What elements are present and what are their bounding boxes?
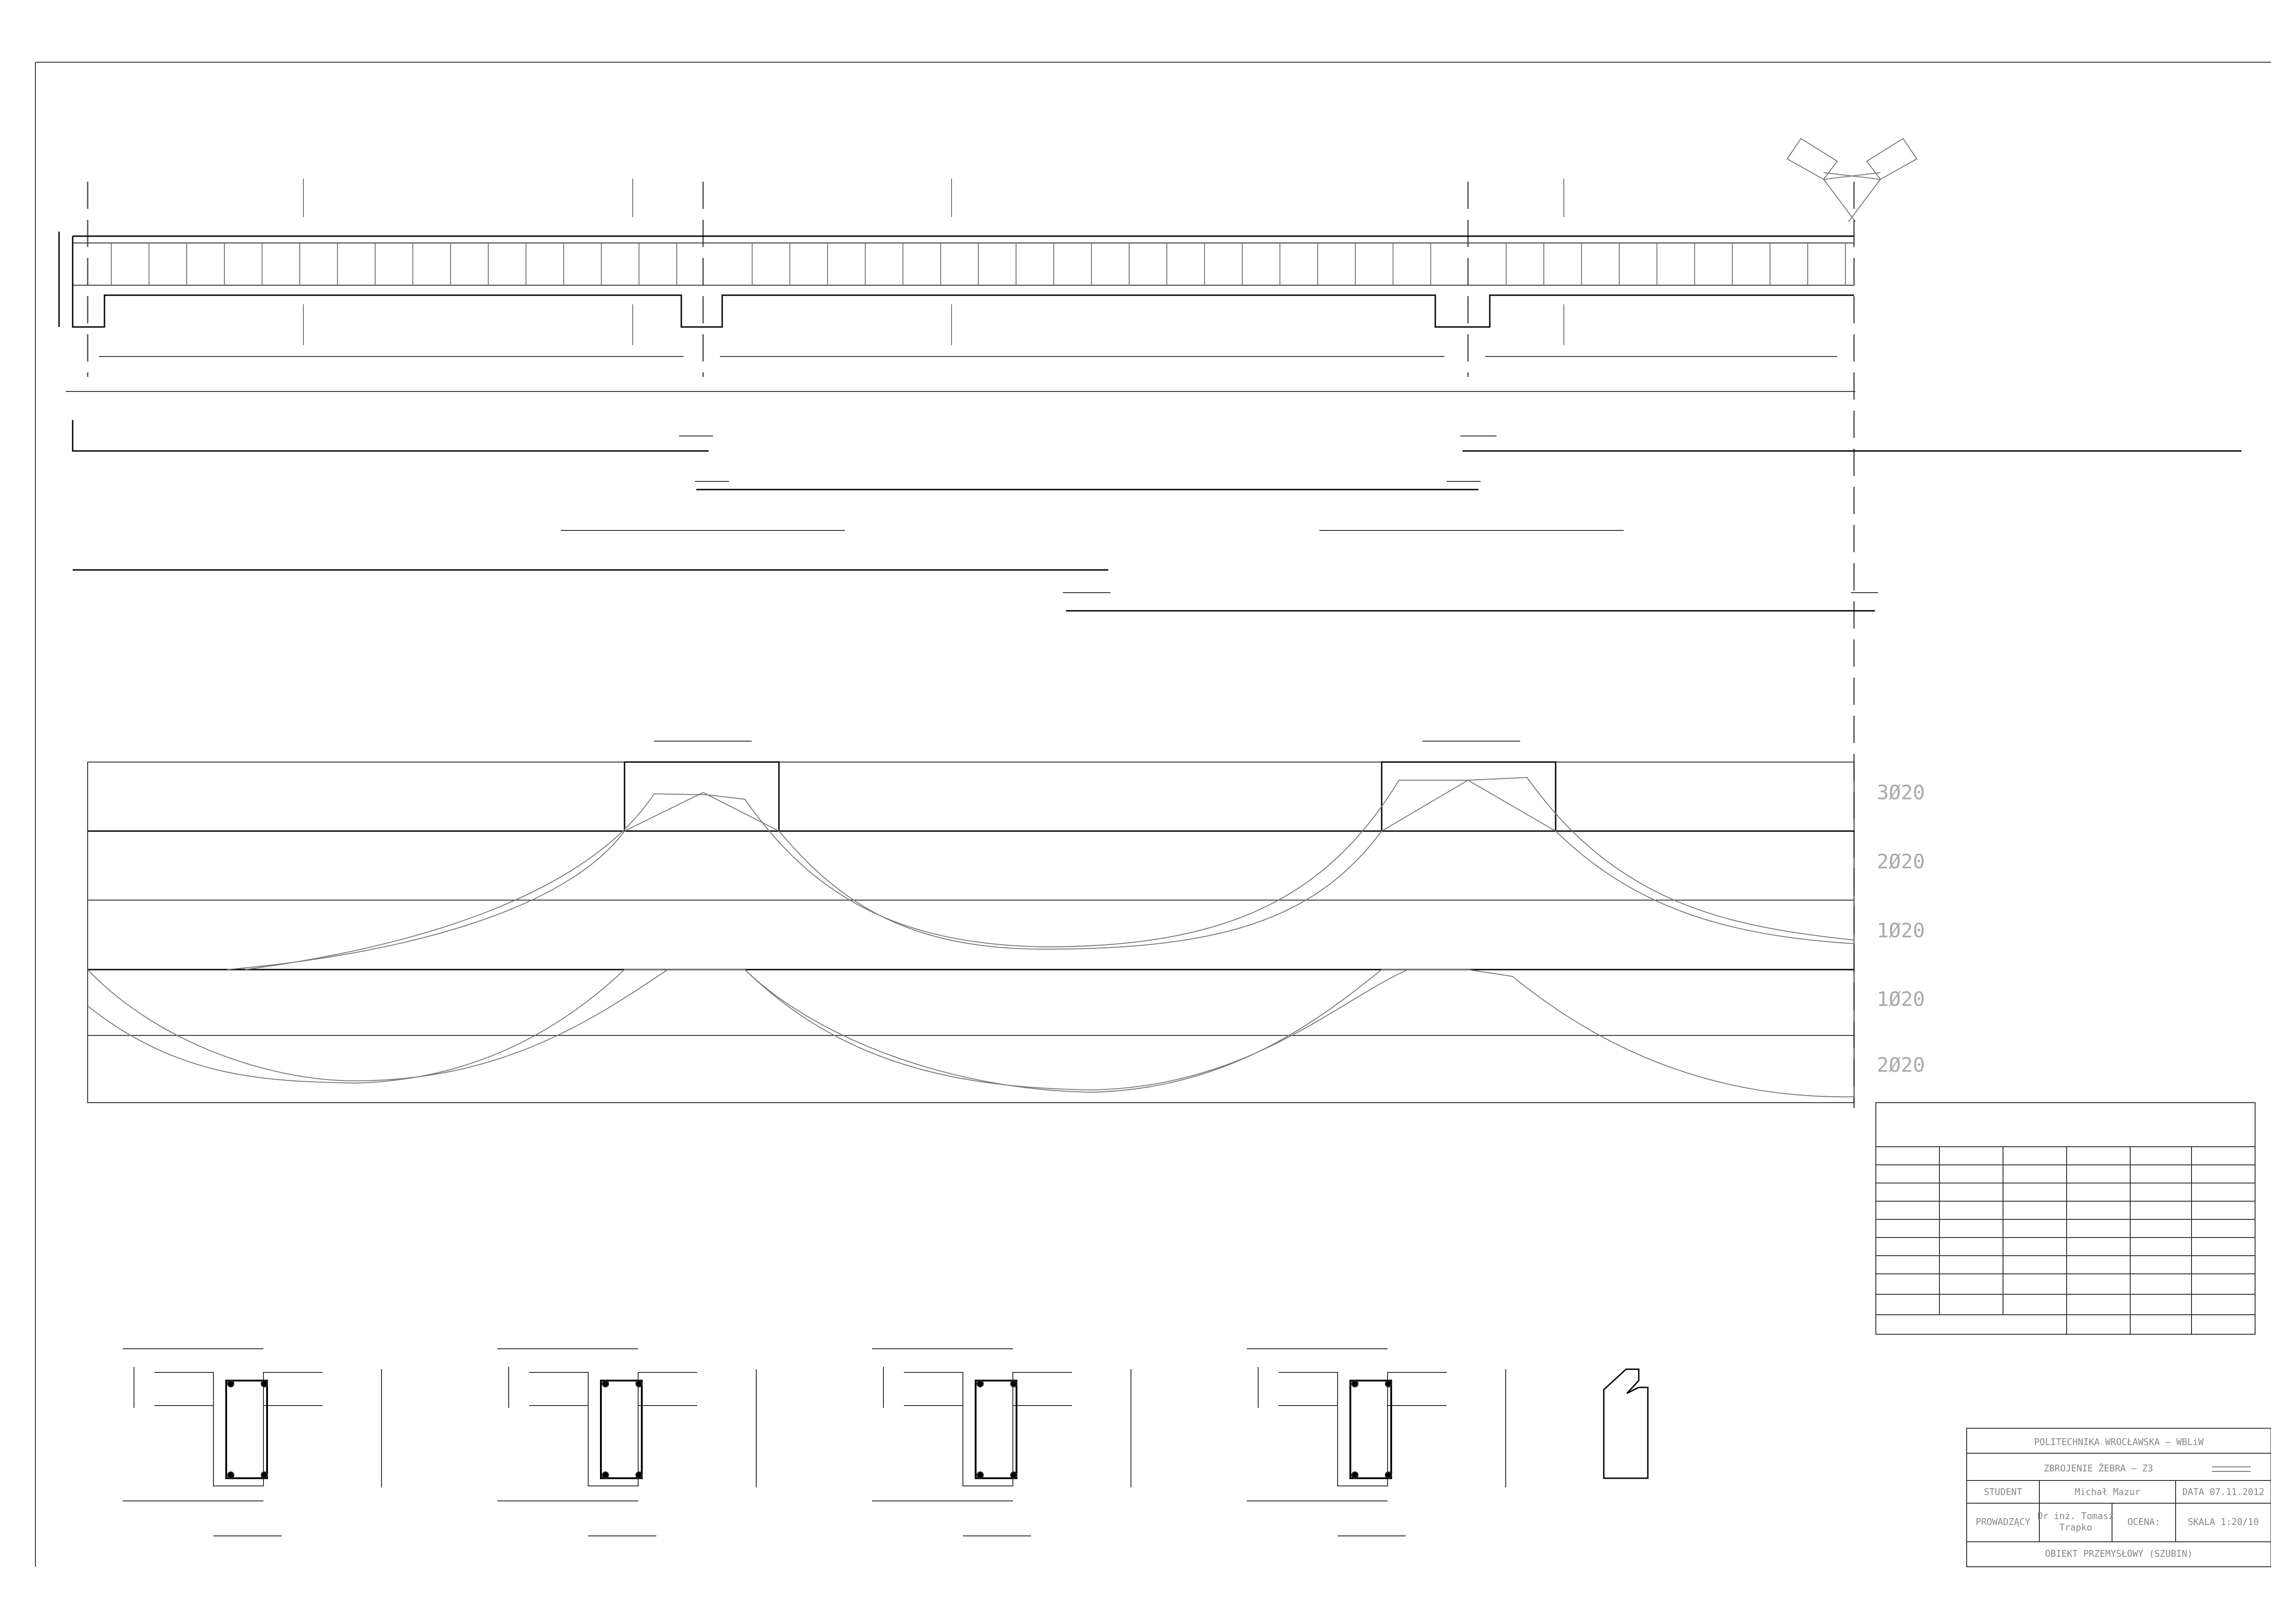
- rebar-dot: [261, 1471, 268, 1479]
- cross-sections: [123, 1348, 1506, 1536]
- stirrup-lines: [111, 243, 1846, 285]
- supervisor-name-line2: Trapko: [2059, 1522, 2092, 1533]
- rebar-dot: [635, 1380, 643, 1387]
- rebar-dot: [1351, 1380, 1359, 1387]
- dimension-lines: [66, 356, 1855, 392]
- drawing-title: ZBROJENIE ŻEBRA – Z3: [2044, 1463, 2153, 1474]
- envelope-row-label: 3Ø20: [1877, 781, 1925, 804]
- date-field: DATA 07.11.2012: [2182, 1486, 2265, 1497]
- envelope-row-label: 2Ø20: [1877, 850, 1925, 873]
- section-outline: [154, 1372, 322, 1486]
- rebar-dot: [1351, 1471, 1359, 1479]
- rebar-dot: [227, 1380, 234, 1387]
- cross-section: [1247, 1348, 1506, 1536]
- crossed-flags-icon: [1786, 138, 1918, 222]
- stirrup-section: [975, 1380, 1017, 1479]
- student-name: Michał Mazur: [2075, 1486, 2141, 1497]
- rebar-dot: [1010, 1380, 1017, 1387]
- bar-schedule: [72, 420, 2241, 612]
- section-outline: [529, 1372, 697, 1486]
- student-label: STUDENT: [1984, 1486, 2022, 1497]
- rebar-dot: [977, 1380, 984, 1387]
- grade-label: OCENA:: [2127, 1516, 2160, 1527]
- rebar-dot: [1010, 1471, 1017, 1479]
- rebar-dot: [602, 1471, 609, 1479]
- cross-section: [872, 1348, 1131, 1536]
- cross-section: [123, 1348, 382, 1536]
- scale-bar-icon: [2212, 1466, 2251, 1472]
- envelope-diagram: 3Ø20 2Ø20 1Ø20 1Ø20 2Ø20: [87, 741, 1925, 1103]
- envelope-row-label: 1Ø20: [1877, 988, 1925, 1011]
- beam-elevation: [58, 232, 1854, 328]
- supervisor-label: PROWADZĄCY: [1976, 1516, 2030, 1527]
- rebar-dot: [261, 1380, 268, 1387]
- rebar-dot: [1385, 1380, 1392, 1387]
- reference-ticks: [303, 178, 1564, 345]
- stirrup-shape-icon: [1603, 1368, 1649, 1479]
- bar-list-table: [1875, 1102, 2256, 1335]
- rebar-dot: [227, 1471, 234, 1479]
- scale-field: SKALA 1:20/10: [2188, 1516, 2259, 1527]
- stirrup-section: [225, 1380, 268, 1479]
- rebar-dot: [635, 1471, 643, 1479]
- section-outline: [1279, 1372, 1447, 1486]
- project-name: OBIEKT PRZEMYSŁOWY (SZUBIN): [2045, 1548, 2192, 1559]
- rebar-dot: [1385, 1471, 1392, 1479]
- envelope-row-label: 2Ø20: [1877, 1054, 1925, 1077]
- stirrup-section: [1349, 1380, 1392, 1479]
- cross-section: [497, 1348, 757, 1536]
- university-name: POLITECHNIKA WROCŁAWSKA – WBLiW: [2034, 1436, 2204, 1447]
- envelope-row-label: 1Ø20: [1877, 919, 1925, 942]
- section-outline: [904, 1372, 1072, 1486]
- supervisor-name-line1: Dr inż. Tomasz: [2038, 1510, 2114, 1521]
- sheet-border: [35, 62, 2271, 1567]
- stirrup-section: [600, 1380, 643, 1479]
- rebar-dot: [602, 1380, 609, 1387]
- title-block: POLITECHNIKA WROCŁAWSKA – WBLiW ZBROJENI…: [1966, 1428, 2271, 1567]
- rebar-dot: [977, 1471, 984, 1479]
